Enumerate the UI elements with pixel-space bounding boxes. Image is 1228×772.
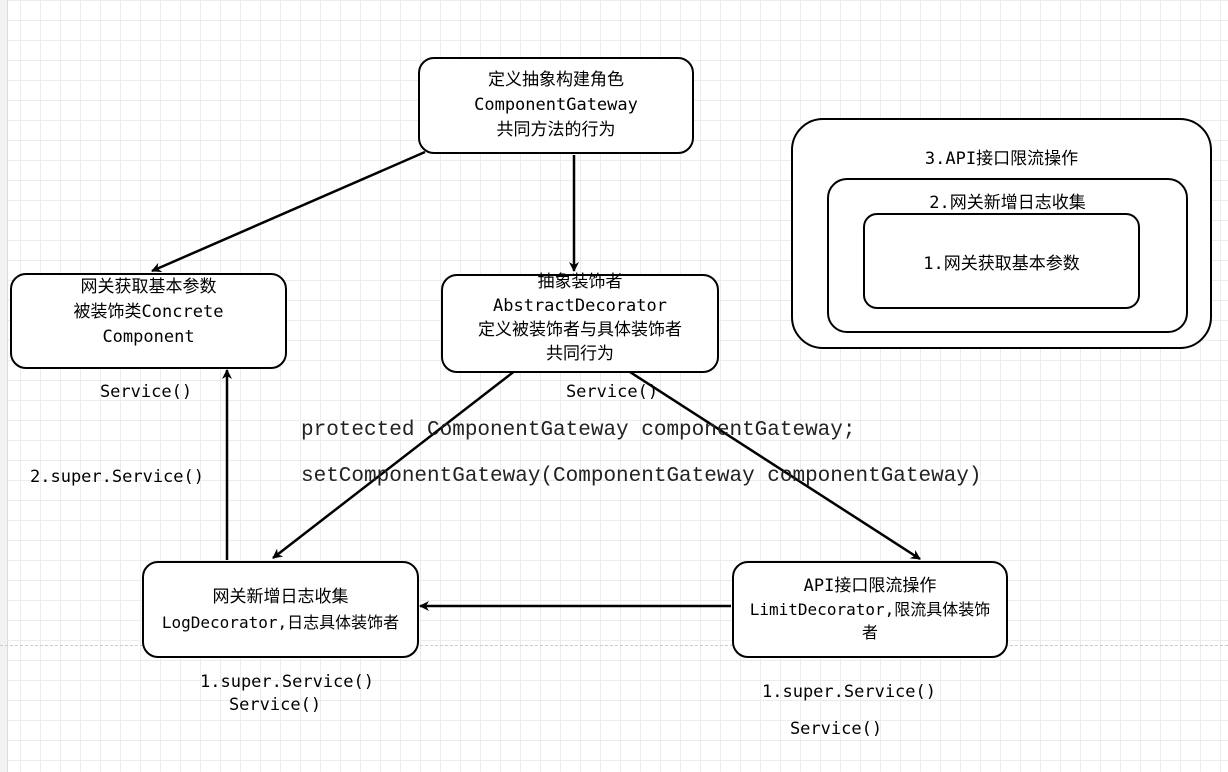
box-line: API接口限流操作 bbox=[803, 576, 937, 596]
box-line: 者 bbox=[861, 623, 878, 642]
box-line: 共同方法的行为 bbox=[496, 120, 616, 140]
limit-decorator-box[interactable]: API接口限流操作 LimitDecorator,限流具体装饰 者 bbox=[732, 561, 1008, 658]
nested-outer-label: 3.API接口限流操作 bbox=[924, 149, 1079, 169]
nested-inner-label: 1.网关获取基本参数 bbox=[923, 253, 1080, 274]
component-gateway-box[interactable]: 定义抽象构建角色 ComponentGateway 共同方法的行为 bbox=[418, 57, 694, 154]
canvas-left-edge bbox=[0, 0, 8, 772]
box-line: Component bbox=[102, 327, 195, 347]
setter-method-text: setComponentGateway(ComponentGateway com… bbox=[301, 465, 982, 488]
box-line: 被装饰类Concrete bbox=[73, 302, 224, 322]
arrow-abstract-to-log bbox=[272, 369, 517, 559]
box-line: LogDecorator,日志具体装饰者 bbox=[161, 612, 400, 632]
box-line: 抽象装饰者 bbox=[537, 272, 623, 292]
field-declaration-text: protected ComponentGateway componentGate… bbox=[301, 419, 856, 442]
box-line: 定义抽象构建角色 bbox=[488, 70, 624, 90]
arrow-gateway-to-concrete bbox=[151, 150, 426, 273]
box-line: 网关新增日志收集 bbox=[212, 586, 349, 607]
log-service-label: Service() bbox=[228, 695, 322, 715]
box-line: AbstractDecorator bbox=[493, 296, 667, 316]
concrete-service-label: Service() bbox=[99, 382, 193, 402]
abstract-decorator-box[interactable]: 抽象装饰者 AbstractDecorator 定义被装饰者与具体装饰者 共同行… bbox=[441, 272, 719, 373]
log-super-service-label: 1.super.Service() bbox=[200, 672, 374, 692]
box-line: 共同行为 bbox=[546, 344, 614, 364]
box-line: 定义被装饰者与具体装饰者 bbox=[478, 320, 682, 340]
page-break-line bbox=[0, 645, 1228, 646]
limit-super-service-label: 1.super.Service() bbox=[762, 682, 936, 702]
nested-middle-label: 2.网关新增日志收集 bbox=[929, 193, 1086, 213]
nested-inner-box[interactable]: 1.网关获取基本参数 bbox=[863, 213, 1140, 309]
limit-service-label: Service() bbox=[789, 719, 883, 739]
box-line: 网关获取基本参数 bbox=[80, 277, 217, 297]
box-line: LimitDecorator,限流具体装饰 bbox=[749, 600, 991, 619]
log-decorator-box[interactable]: 网关新增日志收集 LogDecorator,日志具体装饰者 bbox=[142, 561, 419, 658]
concrete-component-box[interactable]: 网关获取基本参数 被装饰类Concrete Component bbox=[10, 273, 287, 369]
abstract-service-label: Service() bbox=[565, 382, 659, 402]
box-line: ComponentGateway bbox=[474, 95, 638, 115]
super-service-2-label: 2.super.Service() bbox=[30, 467, 204, 487]
arrow-abstract-to-limit bbox=[629, 370, 921, 561]
